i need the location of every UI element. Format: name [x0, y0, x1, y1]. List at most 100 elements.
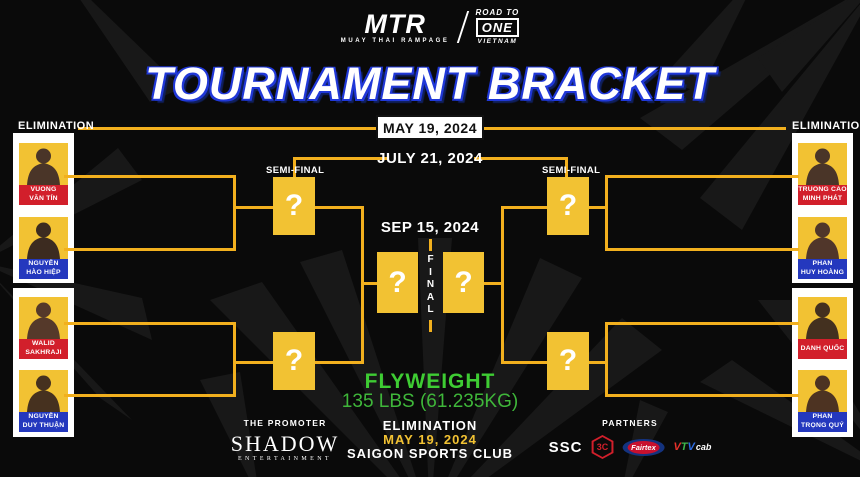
- vtvcab-letter: V: [687, 441, 695, 453]
- bracket-connector: [361, 282, 378, 285]
- tbd-mark: ?: [558, 344, 578, 377]
- bracket-connector: [474, 157, 568, 160]
- mtr-logo-subtext: MUAY THAI RAMPAGE: [340, 37, 450, 44]
- person-silhouette-icon: [806, 375, 839, 412]
- one-logo-text: ONE: [475, 18, 519, 37]
- event-stage: ELIMINATION: [382, 418, 478, 433]
- bracket-connector: [501, 206, 547, 209]
- mtr-logo: MTR MUAY THAI RAMPAGE: [340, 10, 450, 44]
- fairtex-logo-inner: [627, 440, 660, 454]
- fighter-name-plate: WALID SAKHRAJI: [19, 339, 68, 359]
- bracket-connector: [565, 157, 568, 177]
- fighter-card-right-bottom: DANH QUỐC PHAN TRỌNG QUÝ: [792, 288, 853, 437]
- bracket-connector: [605, 248, 799, 251]
- bracket-connector: [605, 322, 608, 397]
- threec-logo-inner: [593, 437, 612, 457]
- fighter-photo: [798, 143, 847, 185]
- road-to-text: ROAD TO: [475, 8, 520, 17]
- fighter-name-plate: TRUONG CAO MINH PHÁT: [798, 185, 847, 205]
- vtvcab-letter: T: [680, 441, 688, 453]
- tbd-mark: ?: [558, 189, 578, 222]
- bracket-connector: [501, 206, 504, 364]
- bracket-connector: [501, 361, 547, 364]
- bracket-connector: [233, 175, 236, 251]
- semifinal-date: JULY 21, 2024: [377, 150, 483, 167]
- fighter-name-plate: PHAN HUY HOÀNG: [798, 259, 847, 279]
- fighter-name-line: NGUYỄN: [28, 413, 59, 421]
- bracket-connector: [233, 361, 273, 364]
- tbd-mark: ?: [284, 344, 304, 377]
- final-label: F I N A L: [424, 254, 437, 317]
- person-silhouette-icon: [27, 222, 60, 259]
- semifinal-slot-left-bottom: ?: [273, 332, 315, 390]
- fighter-photo: [798, 370, 847, 412]
- fighter-name-plate: VUONG VĂN TÍN: [19, 185, 68, 205]
- fighter-card-left-top: VUONG VĂN TÍN NGUYỄN HÀO HIỆP: [13, 133, 74, 283]
- fighter-name-line: TRUONG CAO: [798, 186, 847, 194]
- semifinal-label-left: SEMI-FINAL: [266, 165, 325, 176]
- promoter-block: THE PROMOTER SHADOW ENTERTAINMENT: [231, 418, 340, 463]
- final-slot-left: ?: [377, 252, 418, 313]
- partner-logos-row: SSC 3C Fairtex V T V cab: [549, 435, 711, 459]
- final-date: SEP 15, 2024: [380, 219, 480, 236]
- person-silhouette-icon: [806, 302, 839, 339]
- event-date: MAY 19, 2024: [383, 432, 477, 447]
- bracket-connector: [293, 157, 296, 177]
- fighter-photo: [19, 370, 68, 412]
- bracket-connector: [429, 320, 432, 332]
- fighter-card-left-bottom: WALID SAKHRAJI NGUYỄN DUY THUẬN: [13, 288, 74, 437]
- final-letter: N: [426, 279, 435, 290]
- fighter-name-line: NGUYỄN: [28, 260, 59, 268]
- tbd-mark: ?: [388, 265, 407, 299]
- fighter-name-line: SAKHRAJI: [25, 349, 62, 356]
- final-letter: F: [427, 254, 434, 265]
- bracket-connector: [605, 175, 799, 178]
- bracket-connector: [233, 322, 236, 397]
- bracket-connector: [64, 175, 233, 178]
- fighter-name-plate: DANH QUỐC: [798, 339, 847, 359]
- elimination-label-left: ELIMINATION: [18, 120, 95, 132]
- bracket-connector: [589, 206, 608, 209]
- bracket-connector: [361, 206, 364, 364]
- final-letter: L: [427, 304, 434, 315]
- person-silhouette-icon: [27, 375, 60, 412]
- final-slot-right: ?: [443, 252, 484, 313]
- bracket-connector: [315, 206, 364, 209]
- semifinal-slot-right-bottom: ?: [547, 332, 589, 390]
- event-venue: SAIGON SPORTS CLUB: [346, 446, 514, 461]
- fighter-card-right-top: TRUONG CAO MINH PHÁT PHAN HUY HOÀNG: [792, 133, 853, 283]
- fighter-photo: [19, 143, 68, 185]
- fighter-name-line: PHAN: [812, 413, 833, 421]
- fairtex-logo: Fairtex: [622, 438, 665, 456]
- partners-label: PARTNERS: [602, 418, 658, 428]
- person-silhouette-icon: [27, 302, 60, 339]
- elimination-date-box: MAY 19, 2024: [376, 115, 484, 140]
- bracket-connector: [484, 282, 501, 285]
- elimination-label-right: ELIMINATION: [792, 120, 860, 132]
- bracket-connector: [429, 239, 432, 251]
- threec-logo: 3C: [591, 435, 614, 459]
- tbd-mark: ?: [284, 189, 304, 222]
- vtvcab-letter: V: [673, 441, 681, 453]
- event-logo-row: MTR MUAY THAI RAMPAGE ROAD TO ONE VIETNA…: [0, 8, 860, 46]
- fighter-photo: [19, 297, 68, 339]
- fighter-name-line: VUONG: [30, 186, 57, 194]
- person-silhouette-icon: [806, 222, 839, 259]
- final-letter: I: [429, 266, 432, 278]
- bracket-connector: [233, 206, 273, 209]
- fighter-name-plate: NGUYỄN DUY THUẬN: [19, 412, 68, 432]
- semifinal-slot-right-top: ?: [547, 177, 589, 235]
- fighter-name-line: DUY THUẬN: [22, 422, 65, 429]
- fighter-name-plate: PHAN TRỌNG QUÝ: [798, 412, 847, 432]
- bracket-connector: [64, 322, 233, 325]
- person-silhouette-icon: [27, 148, 60, 185]
- fighter-photo: [798, 217, 847, 259]
- semifinal-label-right: SEMI-FINAL: [542, 165, 601, 176]
- fighter-name-line: TRỌNG QUÝ: [801, 422, 844, 429]
- bracket-connector: [64, 394, 233, 397]
- fighter-name-line: HÀO HIỆP: [26, 269, 61, 276]
- page-title: TOURNAMENT BRACKET: [145, 58, 715, 109]
- bracket-connector: [605, 322, 799, 325]
- fighter-name-line: DANH QUỐC: [800, 344, 845, 352]
